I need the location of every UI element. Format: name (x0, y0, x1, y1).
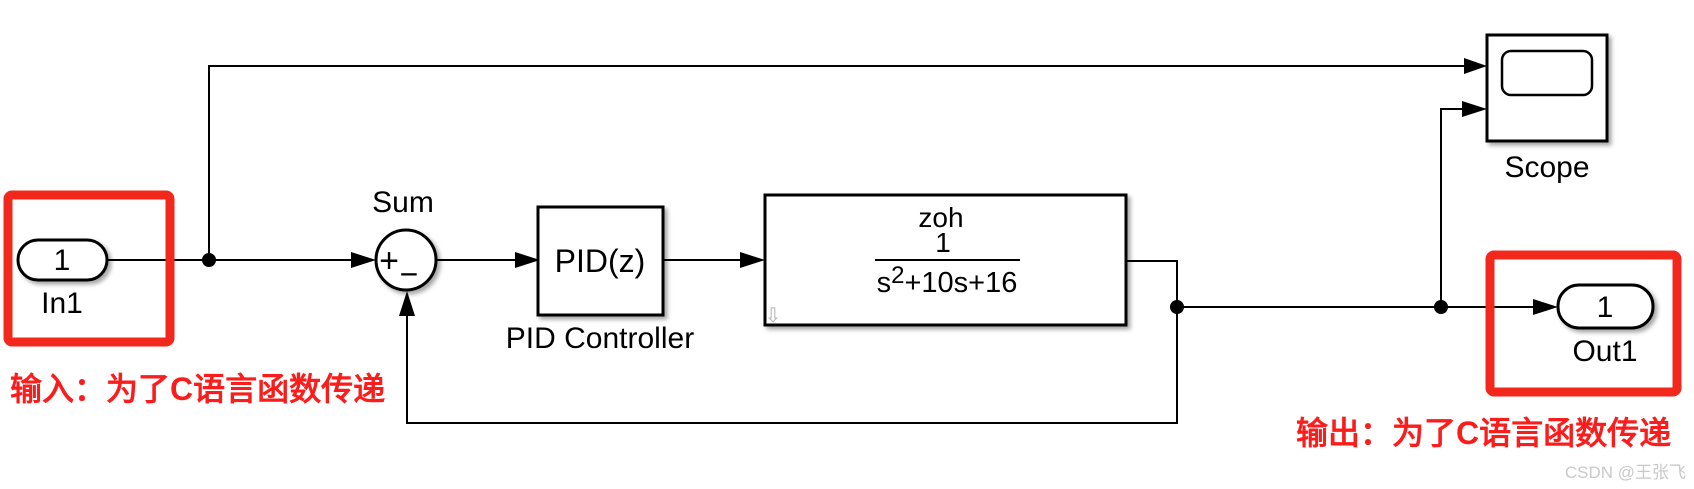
wire-feedback[interactable] (406, 307, 1178, 424)
output-annotation: 输出：为了C语言函数传递 (1296, 415, 1672, 451)
plant-sample-mode: zoh (918, 202, 963, 233)
scope-screen (1500, 49, 1594, 97)
plant-denominator: s2+10s+16 (877, 262, 1018, 299)
den-rest: +10s+16 (904, 267, 1017, 299)
outport-block-out1[interactable] (1556, 283, 1655, 330)
pid-block-label: PID Controller (506, 322, 694, 355)
branch-dot-feedback (1170, 300, 1184, 314)
arrowhead-sum-feedback (399, 291, 415, 316)
arrowhead-plant-input (740, 252, 765, 268)
wire-plant-to-out1[interactable] (1126, 260, 1533, 308)
sum-minus-sign: − (400, 256, 419, 292)
sample-time-indicator-icon: ⇩ (765, 305, 782, 327)
den-superscript: 2 (891, 262, 904, 289)
arrowhead-scope-input2 (1462, 101, 1487, 117)
scope-label: Scope (1504, 151, 1589, 184)
wire-in1-to-scope[interactable] (208, 65, 1464, 260)
arrowhead-sum-input (351, 252, 376, 268)
sum-block[interactable] (374, 228, 438, 292)
input-annotation: 输入：为了C语言函数传递 (10, 371, 386, 407)
branch-dot-in1 (202, 253, 216, 267)
outport-number: 1 (1597, 291, 1614, 324)
plant-numerator: 1 (935, 227, 951, 258)
branch-dot-scope (1434, 300, 1448, 314)
wire-out-to-scope[interactable] (1440, 108, 1462, 307)
inport-label: In1 (41, 287, 83, 320)
outport-label: Out1 (1572, 335, 1637, 368)
highlight-rect-input (3, 190, 175, 347)
sum-label: Sum (372, 186, 434, 219)
arrowhead-out1-input (1533, 299, 1558, 315)
sum-plus-sign: + (379, 242, 399, 280)
den-s: s (877, 267, 892, 299)
arrowhead-pid-input (515, 252, 540, 268)
inport-block-in1[interactable] (16, 238, 109, 282)
pid-controller-block[interactable] (536, 205, 665, 317)
pid-block-text: PID(z) (555, 243, 646, 279)
inport-number: 1 (54, 244, 71, 277)
csdn-watermark: CSDN @王张飞 (1564, 463, 1686, 482)
highlight-rect-output (1485, 250, 1682, 397)
arrowhead-scope-input1 (1464, 58, 1487, 74)
